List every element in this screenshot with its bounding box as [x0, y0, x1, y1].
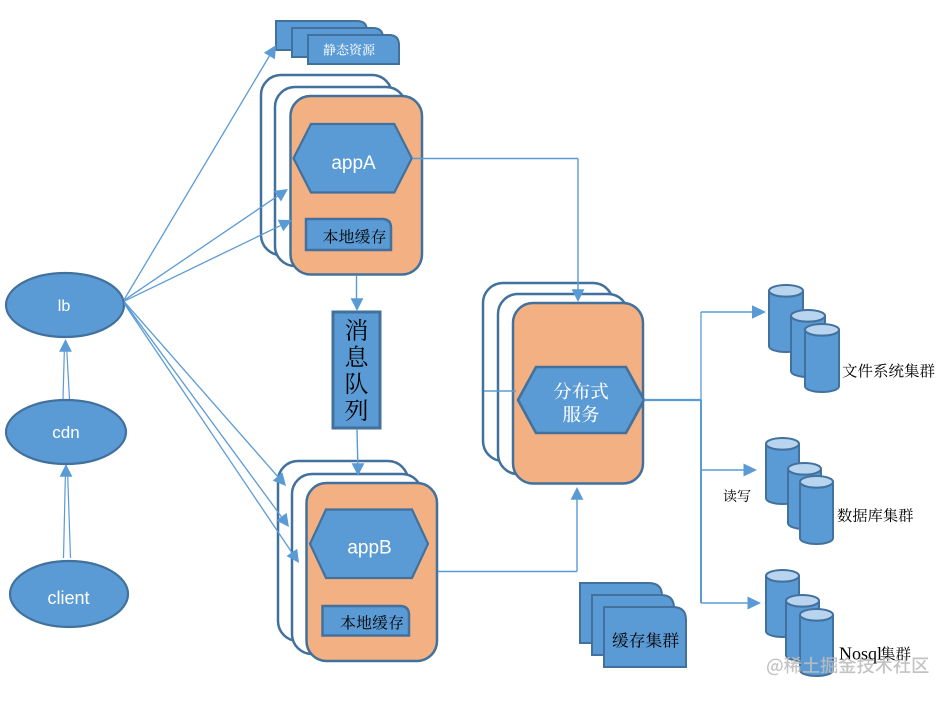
- svg-text:cdn: cdn: [52, 423, 79, 442]
- svg-text:client: client: [47, 588, 89, 608]
- svg-text:appB: appB: [347, 538, 391, 559]
- svg-text:appA: appA: [331, 153, 376, 174]
- svg-text:lb: lb: [58, 298, 71, 315]
- svg-text:Nosql: Nosql: [839, 644, 882, 664]
